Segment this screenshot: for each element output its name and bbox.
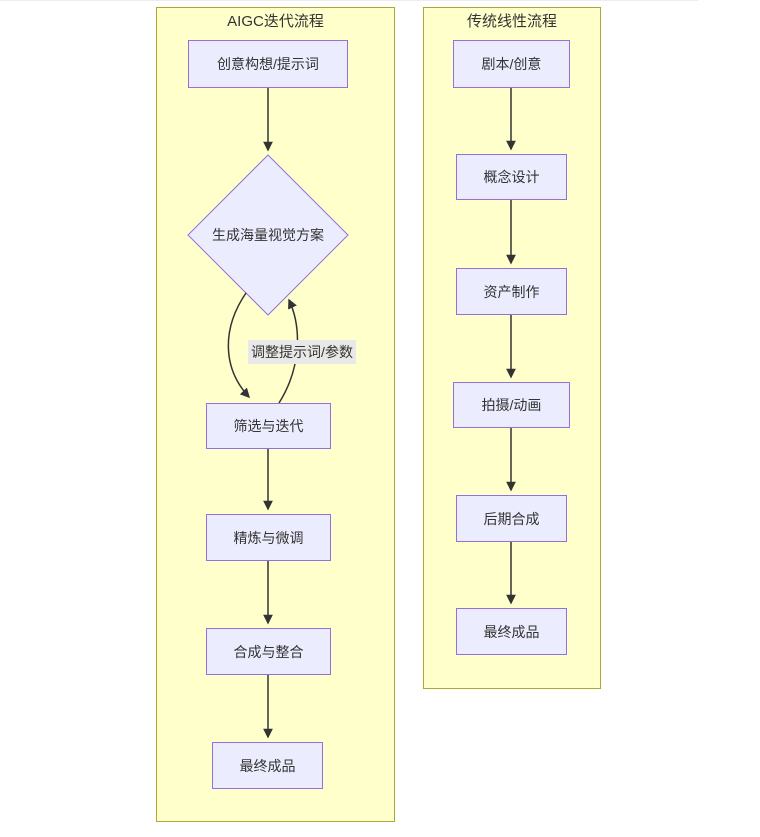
node-filter-iterate: 筛选与迭代 (206, 403, 331, 449)
panel-aigc-title: AIGC迭代流程 (227, 13, 324, 30)
node-post-compositing: 后期合成 (456, 495, 567, 542)
panel-traditional-title: 传统线性流程 (466, 13, 557, 30)
node-generate-visuals-label: 生成海量视觉方案 (212, 227, 324, 243)
loop-edge-label: 调整提示词/参数 (248, 340, 356, 364)
node-asset-production: 资产制作 (456, 268, 567, 315)
panel-traditional-process: 传统线性流程 (423, 7, 601, 689)
node-idea-prompt: 创意构想/提示词 (188, 40, 348, 88)
node-script-idea: 剧本/创意 (453, 40, 570, 88)
node-compose-integrate: 合成与整合 (206, 628, 331, 675)
node-final-product-right: 最终成品 (456, 608, 567, 655)
node-final-product-left: 最终成品 (212, 742, 323, 789)
page-top-divider (0, 0, 698, 1)
node-concept-design: 概念设计 (456, 154, 567, 200)
node-shoot-animation: 拍摄/动画 (453, 382, 570, 428)
node-refine-finetune: 精炼与微调 (206, 514, 331, 561)
